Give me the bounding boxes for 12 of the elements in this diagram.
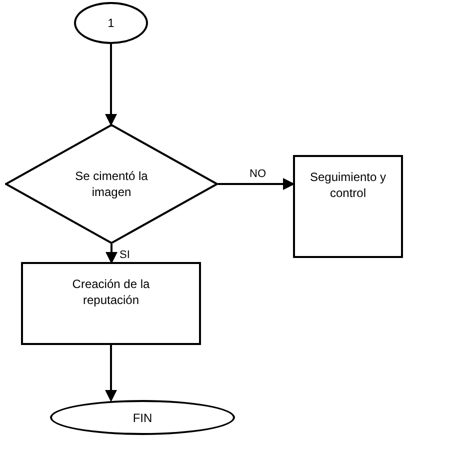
node-label: Se cimentó la imagen [74,168,149,200]
arrow [106,244,118,264]
arrow [218,178,295,190]
node-label: FIN [132,410,152,426]
node-label: Creación de la reputación [71,276,151,308]
process-box [21,262,201,345]
node-label: 1 [108,15,114,31]
arrow [105,345,117,402]
arrow [105,44,117,126]
process-box [293,155,403,258]
node-label: Seguimiento y control [308,169,388,201]
decision-diamond [5,124,218,244]
